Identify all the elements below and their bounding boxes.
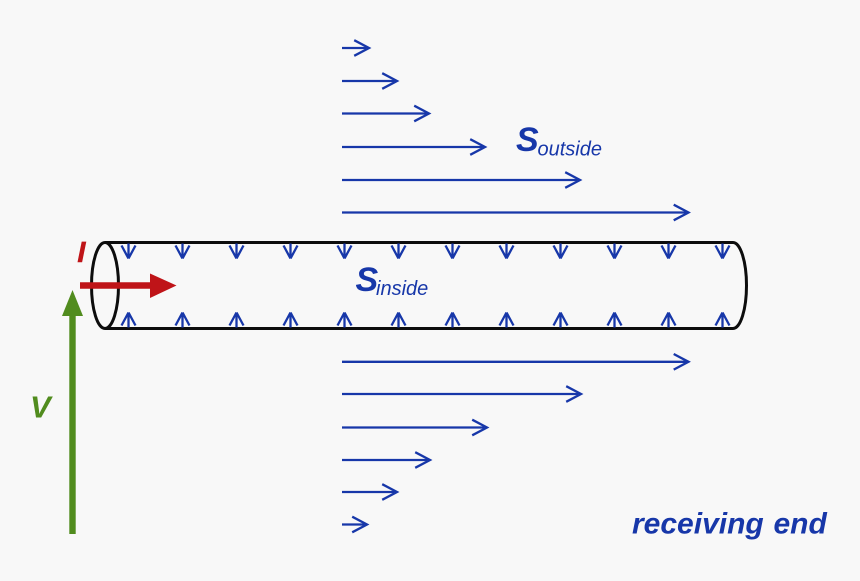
- svg-text:inside: inside: [376, 278, 428, 300]
- svg-text:S: S: [516, 121, 539, 159]
- svg-text:S: S: [356, 261, 379, 299]
- svg-text:V: V: [30, 390, 53, 425]
- svg-text:end: end: [774, 508, 828, 541]
- svg-text:receiving: receiving: [632, 508, 764, 541]
- svg-text:outside: outside: [538, 139, 603, 161]
